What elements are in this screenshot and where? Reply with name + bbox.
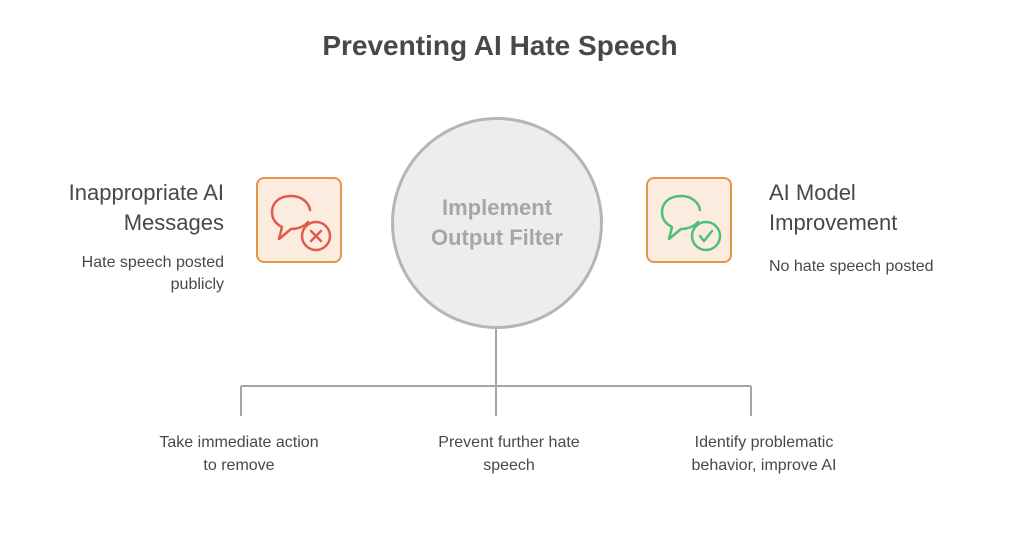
left-icon-box (256, 177, 342, 263)
branch-2-line1: Prevent further hate (438, 434, 580, 451)
left-title-line1: Inappropriate AI (68, 180, 224, 205)
branch-3-line1: Identify problematic (694, 434, 834, 451)
left-title-line2: Messages (123, 210, 224, 235)
branch-1-line2: to remove (203, 457, 275, 474)
right-title-line1: AI Model (769, 180, 856, 205)
branch-2-line2: speech (483, 457, 535, 474)
branch-1-line1: Take immediate action (159, 434, 319, 451)
left-desc-line2: publicly (170, 276, 224, 293)
branch-3-line2: behavior, improve AI (691, 457, 837, 474)
right-title: AI Model Improvement (769, 178, 989, 238)
left-description: Hate speech posted publicly (4, 252, 224, 296)
speech-bubble-x-icon (270, 194, 332, 252)
branch-label-1: Take immediate action to remove (129, 431, 349, 477)
branch-label-2: Prevent further hate speech (399, 431, 619, 477)
center-label: Implement Output Filter (412, 193, 582, 253)
speech-bubble-check-icon (660, 194, 722, 252)
right-title-line2: Improvement (769, 210, 898, 235)
left-desc-line1: Hate speech posted (81, 254, 224, 271)
right-icon-box (646, 177, 732, 263)
left-title: Inappropriate AI Messages (4, 178, 224, 238)
center-label-line1: Implement (441, 195, 553, 220)
center-circle: Implement Output Filter (391, 117, 603, 329)
center-label-line2: Output Filter (431, 225, 563, 250)
right-description: No hate speech posted (769, 258, 934, 275)
page-title: Preventing AI Hate Speech (322, 30, 678, 61)
branch-label-3: Identify problematic behavior, improve A… (654, 431, 874, 477)
